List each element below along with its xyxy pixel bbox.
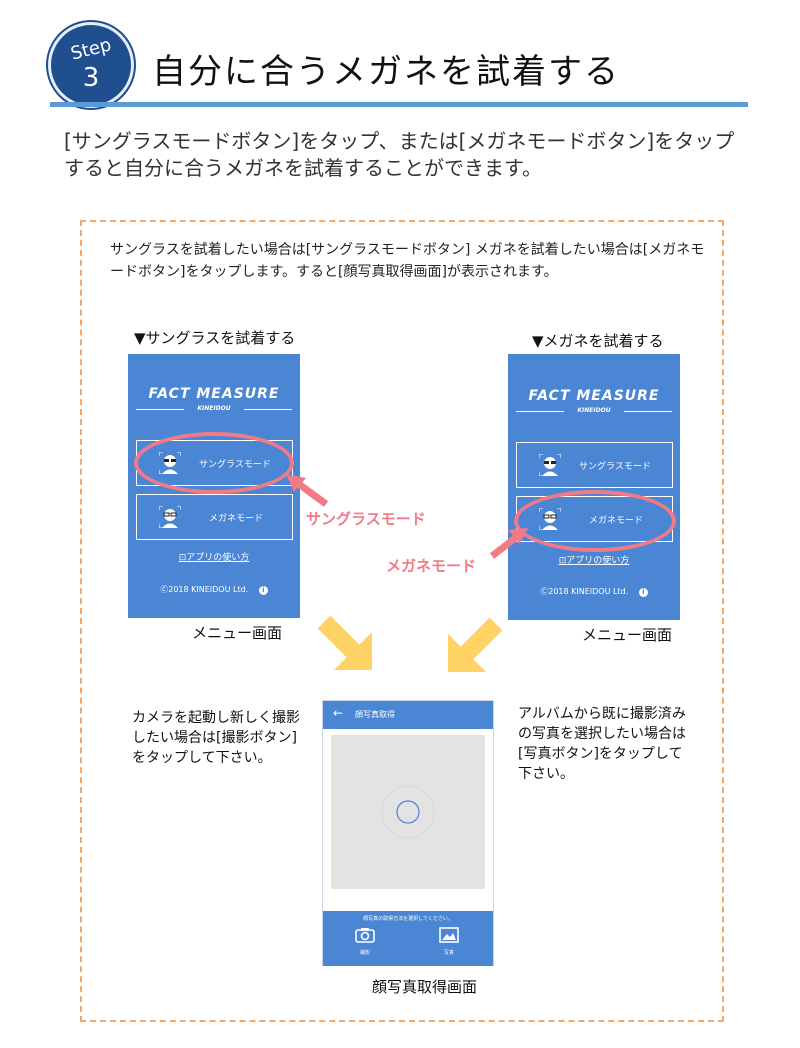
help-link[interactable]: ⊡アプリの使い方 bbox=[508, 553, 680, 566]
app-logo: FACT MEASURE bbox=[528, 388, 660, 404]
copyright: Ⓒ2018 KINEIDOU Ltd. i bbox=[128, 584, 300, 595]
menu-caption-right: メニュー画面 bbox=[582, 626, 673, 644]
glasses-heading: ▼メガネを試着する bbox=[532, 332, 664, 350]
copyright: Ⓒ2018 KINEIDOU Ltd. i bbox=[508, 586, 680, 597]
glasses-mode-button[interactable]: メガネモード bbox=[136, 494, 293, 540]
book-icon: ⊡ bbox=[178, 553, 187, 563]
glasses-mode-label: メガネモード bbox=[209, 514, 264, 524]
copyright-text: Ⓒ2018 KINEIDOU Ltd. bbox=[160, 585, 249, 594]
camera-label: 撮影 bbox=[359, 950, 370, 956]
title-divider bbox=[50, 102, 748, 107]
glasses-callout: メガネモード bbox=[386, 557, 477, 575]
sunglasses-highlight-ring bbox=[134, 432, 294, 494]
page-title: 自分に合うメガネを試着する bbox=[152, 52, 620, 92]
help-link-label: アプリの使い方 bbox=[186, 553, 250, 563]
album-note: アルバムから既に撮影済みの写真を選択したい場合は[写真ボタン]をタップして下さい… bbox=[518, 706, 686, 782]
photo-button[interactable]: 写真 bbox=[429, 927, 469, 956]
focus-target-icon bbox=[381, 785, 435, 839]
app-logo-sub: KINEIDOU bbox=[197, 405, 231, 412]
capture-hint: 顔写真の取得方法を選択してください。 bbox=[363, 916, 453, 922]
sunglasses-heading: ▼サングラスを試着する bbox=[134, 329, 296, 347]
capture-caption: 顔写真取得画面 bbox=[372, 978, 478, 996]
logo-line-left bbox=[136, 409, 184, 410]
sunglasses-mode-label: サングラスモード bbox=[579, 462, 651, 472]
info-icon[interactable]: i bbox=[258, 586, 268, 595]
app-logo-sub: KINEIDOU bbox=[577, 407, 611, 414]
capture-title: 顔写真取得 bbox=[355, 710, 395, 719]
camera-button[interactable]: 撮影 bbox=[345, 927, 385, 956]
camera-note: カメラを起動し新しく撮影したい場合は[撮影ボタン]をタップして下さい。 bbox=[132, 710, 300, 766]
help-link[interactable]: ⊡アプリの使い方 bbox=[128, 550, 300, 563]
menu-screen-glasses: FACT MEASURE KINEIDOU サングラスモード メガネモード ⊡ア… bbox=[508, 354, 680, 620]
copyright-text: Ⓒ2018 KINEIDOU Ltd. bbox=[540, 587, 629, 596]
instruction-panel bbox=[80, 220, 724, 1022]
sunglasses-callout: サングラスモード bbox=[306, 510, 426, 528]
sunglasses-pointer-arrow bbox=[286, 474, 329, 507]
step-number: 3 bbox=[82, 63, 100, 93]
glasses-highlight-ring bbox=[514, 490, 676, 552]
camera-preview bbox=[331, 735, 485, 889]
help-link-label: アプリの使い方 bbox=[566, 556, 630, 566]
flow-arrow-left bbox=[317, 615, 372, 670]
logo-line-right bbox=[244, 409, 292, 410]
photo-icon bbox=[439, 927, 459, 943]
sunglasses-face-icon bbox=[539, 454, 561, 476]
info-icon[interactable]: i bbox=[638, 588, 648, 597]
photo-label: 写真 bbox=[443, 950, 454, 956]
book-icon: ⊡ bbox=[558, 556, 567, 566]
glasses-face-icon bbox=[159, 506, 181, 528]
menu-caption-left: メニュー画面 bbox=[192, 624, 283, 642]
capture-toolbar: 顔写真の取得方法を選択してください。 撮影 写真 bbox=[323, 911, 493, 966]
logo-line-left bbox=[516, 411, 564, 412]
step-badge: Step 3 bbox=[48, 22, 134, 108]
sunglasses-mode-button[interactable]: サングラスモード bbox=[516, 442, 673, 488]
intro-text: [サングラスモードボタン]をタップ、または[メガネモードボタン]をタップすると自… bbox=[64, 129, 735, 180]
capture-app-bar: ← 顔写真取得 bbox=[323, 701, 493, 729]
flow-arrow-right bbox=[448, 617, 503, 672]
camera-icon bbox=[355, 928, 375, 943]
glasses-pointer-arrow bbox=[489, 528, 528, 559]
logo-line-right bbox=[624, 411, 672, 412]
app-logo: FACT MEASURE bbox=[148, 386, 280, 402]
panel-text: サングラスを試着したい場合は[サングラスモードボタン] メガネを試着したい場合は… bbox=[110, 242, 705, 280]
back-arrow-icon[interactable]: ← bbox=[333, 706, 344, 720]
face-capture-screen: ← 顔写真取得 顔写真の取得方法を選択してください。 撮影 写真 bbox=[322, 700, 494, 966]
